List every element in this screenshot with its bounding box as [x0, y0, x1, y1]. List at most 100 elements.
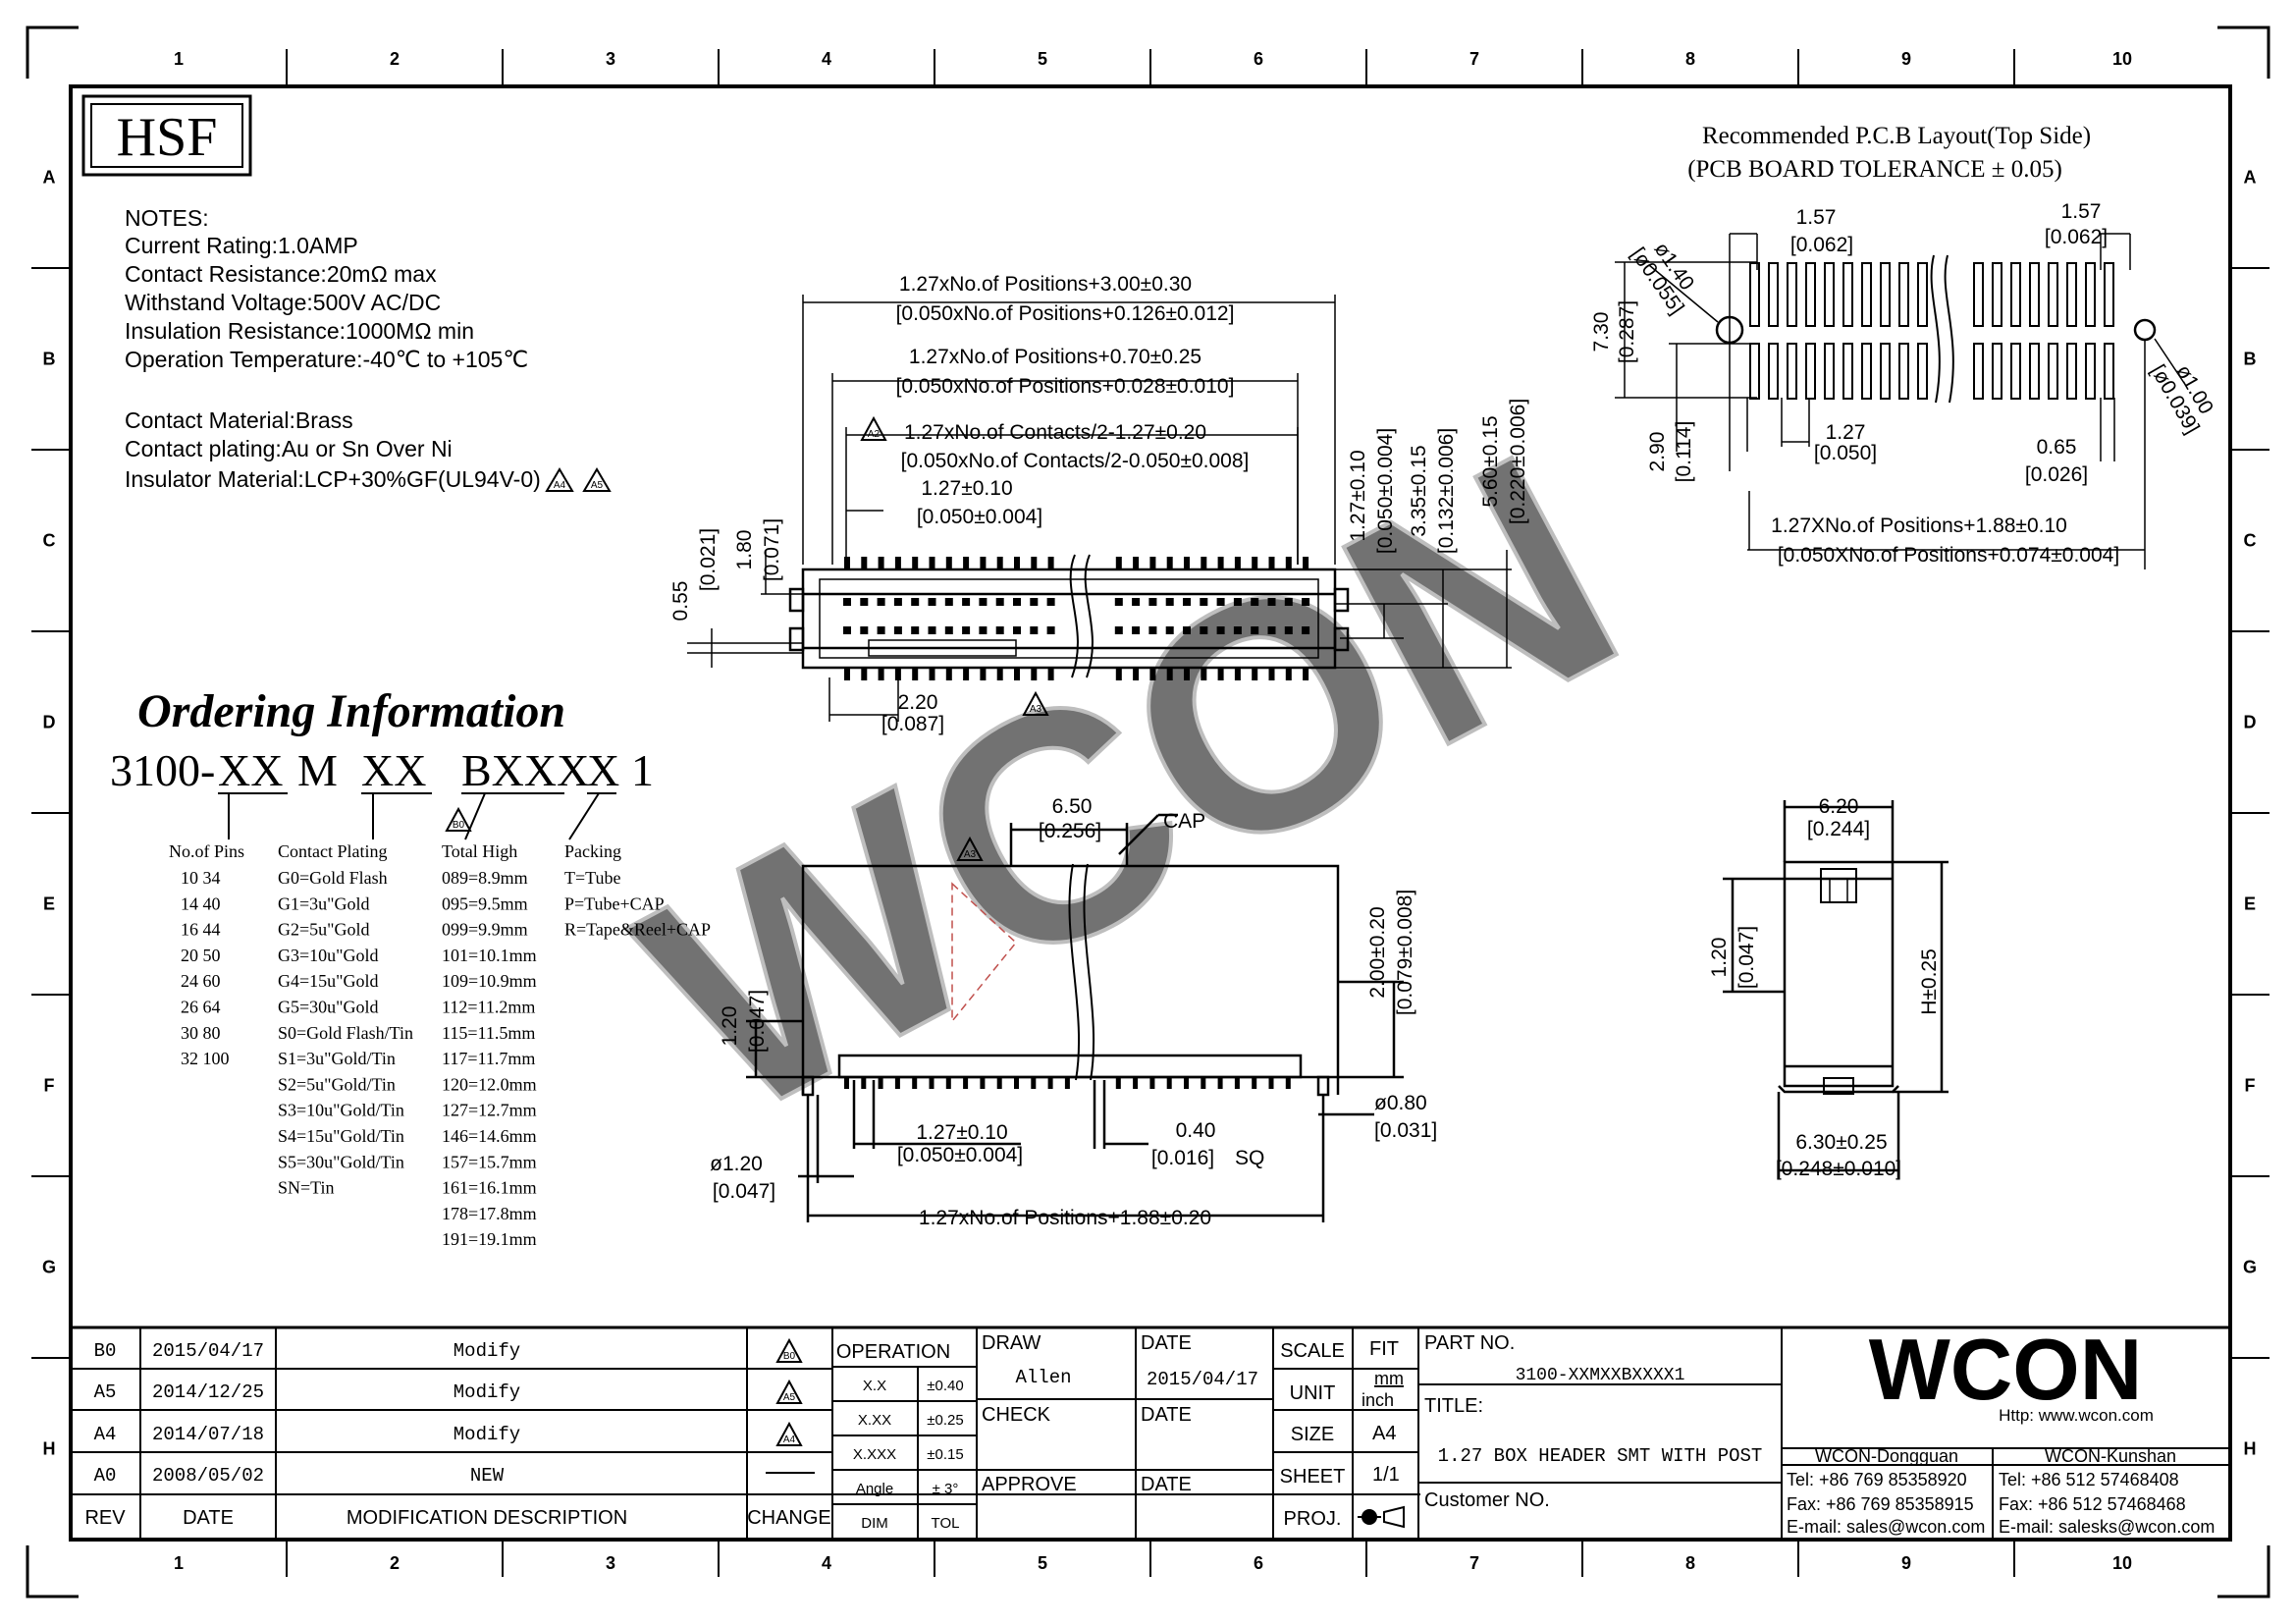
grid-row-label: F: [44, 1076, 55, 1096]
sheet-info-block: SCALE FIT UNIT mm inch SIZE A4 SHEET 1/1…: [1280, 1338, 1405, 1530]
contact-hole: [944, 626, 953, 634]
grid-row-label: H: [2244, 1439, 2257, 1459]
ordering-option: 191=19.1mm: [442, 1229, 537, 1249]
contact-pin: [894, 668, 901, 680]
contact-pin: [1184, 1077, 1189, 1089]
svg-text:DIM: DIM: [861, 1515, 888, 1532]
packing-label: Packing: [564, 841, 621, 861]
contact-hole: [1013, 598, 1021, 606]
contact-pin: [1149, 668, 1156, 680]
cap-label: CAP: [1163, 810, 1205, 833]
ordering-option: G1=3u"Gold: [278, 893, 370, 913]
svg-text:NEW: NEW: [470, 1465, 505, 1487]
ordering-option: 14 40: [181, 893, 221, 913]
top-view-pins: [843, 557, 1310, 680]
svg-text:Angle: Angle: [856, 1481, 893, 1497]
contact-pin: [980, 1077, 986, 1089]
contact-pin: [963, 668, 970, 680]
svg-text:1.80: 1.80: [733, 530, 756, 570]
svg-text:CHANGE: CHANGE: [747, 1507, 831, 1529]
contact-hole: [860, 626, 869, 634]
grid-column-label: 1: [174, 49, 184, 69]
contact-pin: [1149, 557, 1156, 569]
contact-pin: [844, 668, 850, 680]
svg-text:DRAW: DRAW: [982, 1332, 1041, 1354]
contact-pin: [844, 1077, 849, 1089]
contact-hole: [1114, 626, 1123, 634]
pins-label: No.of Pins: [169, 841, 244, 861]
contact-hole: [1046, 598, 1055, 606]
pcb-pads: [1749, 262, 2114, 400]
svg-text:±0.40: ±0.40: [927, 1378, 963, 1394]
contact-pin: [861, 557, 868, 569]
contact-hole: [843, 626, 851, 634]
svg-text:A4: A4: [554, 480, 566, 491]
signoff-block: DRAW Allen DATE 2015/04/17 CHECK DATE AP…: [982, 1332, 1258, 1495]
svg-text:DATE: DATE: [1141, 1474, 1192, 1495]
contact-pin: [1201, 668, 1207, 680]
svg-text:1.27xNo.of Contacts/2-1.27±0.: 1.27xNo.of Contacts/2-1.27±0.20: [904, 421, 1206, 444]
contact-hole: [1114, 598, 1123, 606]
svg-text:OPERATION: OPERATION: [836, 1341, 950, 1363]
grid-column-label: 10: [2112, 49, 2132, 69]
svg-text:Fax: +86 769 85358915: Fax: +86 769 85358915: [1787, 1494, 1974, 1514]
svg-text:1.27±0.10: 1.27±0.10: [921, 477, 1012, 500]
svg-text:UNIT: UNIT: [1290, 1382, 1336, 1404]
contact-hole: [979, 598, 988, 606]
contact-pin: [912, 1077, 918, 1089]
pcb-pad: [1805, 343, 1816, 400]
svg-text:1.27: 1.27: [1826, 421, 1866, 444]
contact-pin: [1184, 668, 1190, 680]
pcb-pad: [1880, 343, 1891, 400]
ordering-option: G2=5u"Gold: [278, 920, 370, 940]
svg-text:6.30±0.25: 6.30±0.25: [1795, 1131, 1887, 1154]
contact-pin: [1252, 557, 1258, 569]
svg-text:X.X: X.X: [863, 1378, 886, 1394]
ordering-option: R=Tape&Reel+CAP: [564, 920, 711, 940]
top-view-dimension-lines: [687, 295, 1512, 722]
contact-pin: [1184, 557, 1190, 569]
contact-hole: [1132, 598, 1141, 606]
svg-text:3100-XXMXXBXXXX1: 3100-XXMXXBXXXX1: [1516, 1366, 1685, 1385]
svg-text:[0.050xNo.of Positions+0.028±: [0.050xNo.of Positions+0.028±0.010]: [896, 375, 1235, 398]
svg-text:1.57: 1.57: [1796, 206, 1837, 229]
contact-pin: [1047, 557, 1054, 569]
contact-pin: [1217, 1077, 1223, 1089]
pcb-pad: [1898, 262, 1909, 327]
grid-row-label: C: [43, 531, 56, 551]
table-row: A4 2014/07/18 Modify: [94, 1424, 521, 1445]
ordering-option: 127=12.7mm: [442, 1101, 537, 1120]
contact-hole: [944, 598, 953, 606]
svg-text:mm: mm: [1374, 1369, 1404, 1388]
ordering-option: 109=10.9mm: [442, 971, 537, 991]
contact-pin: [1303, 557, 1309, 569]
grid-column-label: 3: [606, 49, 615, 69]
contact-pin: [1115, 668, 1122, 680]
contact-hole: [928, 598, 936, 606]
ordering-option: 089=8.9mm: [442, 868, 528, 888]
revision-triangle-icon: A5: [582, 467, 612, 492]
svg-text:B0: B0: [453, 820, 465, 831]
ordering-option: 30 80: [181, 1023, 221, 1043]
ordering-option: 26 64: [181, 998, 221, 1017]
grid-row-label: G: [2243, 1258, 2257, 1277]
pcb-pad: [2104, 262, 2114, 327]
ordering-code: 3100- XX M XX BXXX X 1: [110, 745, 654, 795]
revision-triangle-icon: A2: [860, 415, 887, 441]
contact-hole: [1148, 626, 1157, 634]
contact-pin: [1115, 1077, 1121, 1089]
notes-line: Withstand Voltage:500V AC/DC: [125, 290, 441, 315]
pcb-pad: [1898, 343, 1909, 400]
svg-text:Customer NO.: Customer NO.: [1424, 1489, 1550, 1511]
svg-text:3100-: 3100-: [110, 745, 215, 795]
contact-pin: [1285, 557, 1292, 569]
svg-text:[0.016]: [0.016]: [1151, 1147, 1214, 1169]
ordering-option: S1=3u"Gold/Tin: [278, 1049, 396, 1068]
svg-text:A2: A2: [868, 429, 881, 440]
notes-heading: NOTES:: [125, 205, 209, 231]
pcb-pad: [1917, 262, 1928, 327]
grid-row-label: F: [2245, 1076, 2256, 1096]
svg-text:A5: A5: [591, 480, 604, 491]
svg-text:A4: A4: [94, 1424, 117, 1445]
pcb-pad: [1992, 343, 2002, 400]
